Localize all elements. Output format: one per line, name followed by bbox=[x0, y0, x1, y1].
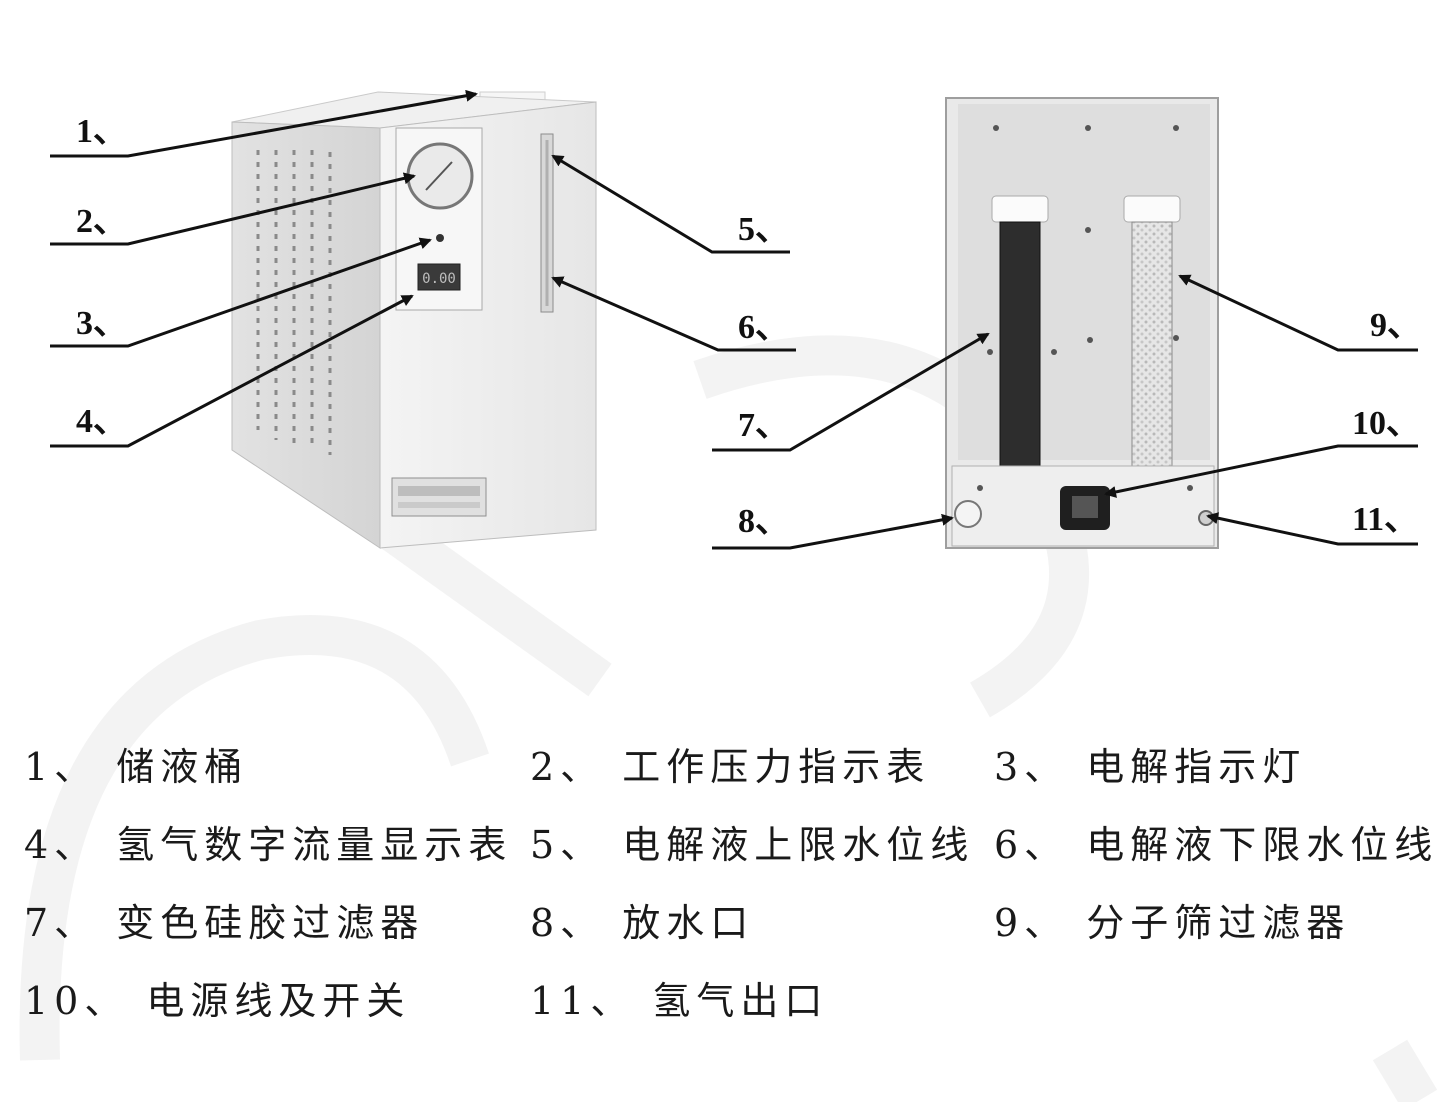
legend-item-5: 5、 电解液上限水位线 bbox=[530, 814, 974, 869]
silica-gel-filter bbox=[1000, 222, 1040, 466]
callout-label-10: 10、 bbox=[1352, 405, 1420, 442]
generator-front-view: 0.00 bbox=[232, 92, 596, 548]
callout-label-7: 7、 bbox=[738, 407, 789, 444]
legend-item-10: 10、 电源线及开关 bbox=[24, 970, 410, 1025]
callout-label-1: 1、 bbox=[76, 113, 127, 150]
electrolysis-indicator-light bbox=[436, 234, 444, 242]
legend-item-6: 6、 电解液下限水位线 bbox=[994, 814, 1438, 869]
drain-outlet bbox=[955, 501, 981, 527]
callout-label-9: 9、 bbox=[1370, 307, 1421, 344]
legend-item-8: 8、 放水口 bbox=[530, 892, 754, 947]
legend-item-11: 11、 氢气出口 bbox=[530, 970, 828, 1025]
callout-label-5: 5、 bbox=[738, 211, 789, 248]
legend-item-9: 9、 分子筛过滤器 bbox=[994, 892, 1350, 947]
legend-item-3: 3、 电解指示灯 bbox=[994, 736, 1306, 791]
equipment-diagram: 0.00 bbox=[0, 0, 1451, 640]
callout-label-6: 6、 bbox=[738, 309, 789, 346]
legend-item-1: 1、 储液桶 bbox=[24, 736, 248, 791]
cabinet-side bbox=[232, 122, 380, 548]
legend-item-7: 7、 变色硅胶过滤器 bbox=[24, 892, 424, 947]
callout-label-11: 11、 bbox=[1352, 501, 1418, 538]
legend-item-2: 2、 工作压力指示表 bbox=[530, 736, 930, 791]
callout-label-3: 3、 bbox=[76, 305, 127, 342]
callout-label-2: 2、 bbox=[76, 203, 127, 240]
molecular-sieve-filter-cap bbox=[1124, 196, 1180, 222]
legend-item-4: 4、 氢气数字流量显示表 bbox=[24, 814, 512, 869]
silica-gel-filter-cap bbox=[992, 196, 1048, 222]
callout-label-4: 4、 bbox=[76, 403, 127, 440]
nameplate bbox=[392, 478, 486, 516]
flow-display-value: 0.00 bbox=[422, 271, 456, 287]
molecular-sieve-filter bbox=[1132, 222, 1172, 466]
callout-label-8: 8、 bbox=[738, 503, 789, 540]
